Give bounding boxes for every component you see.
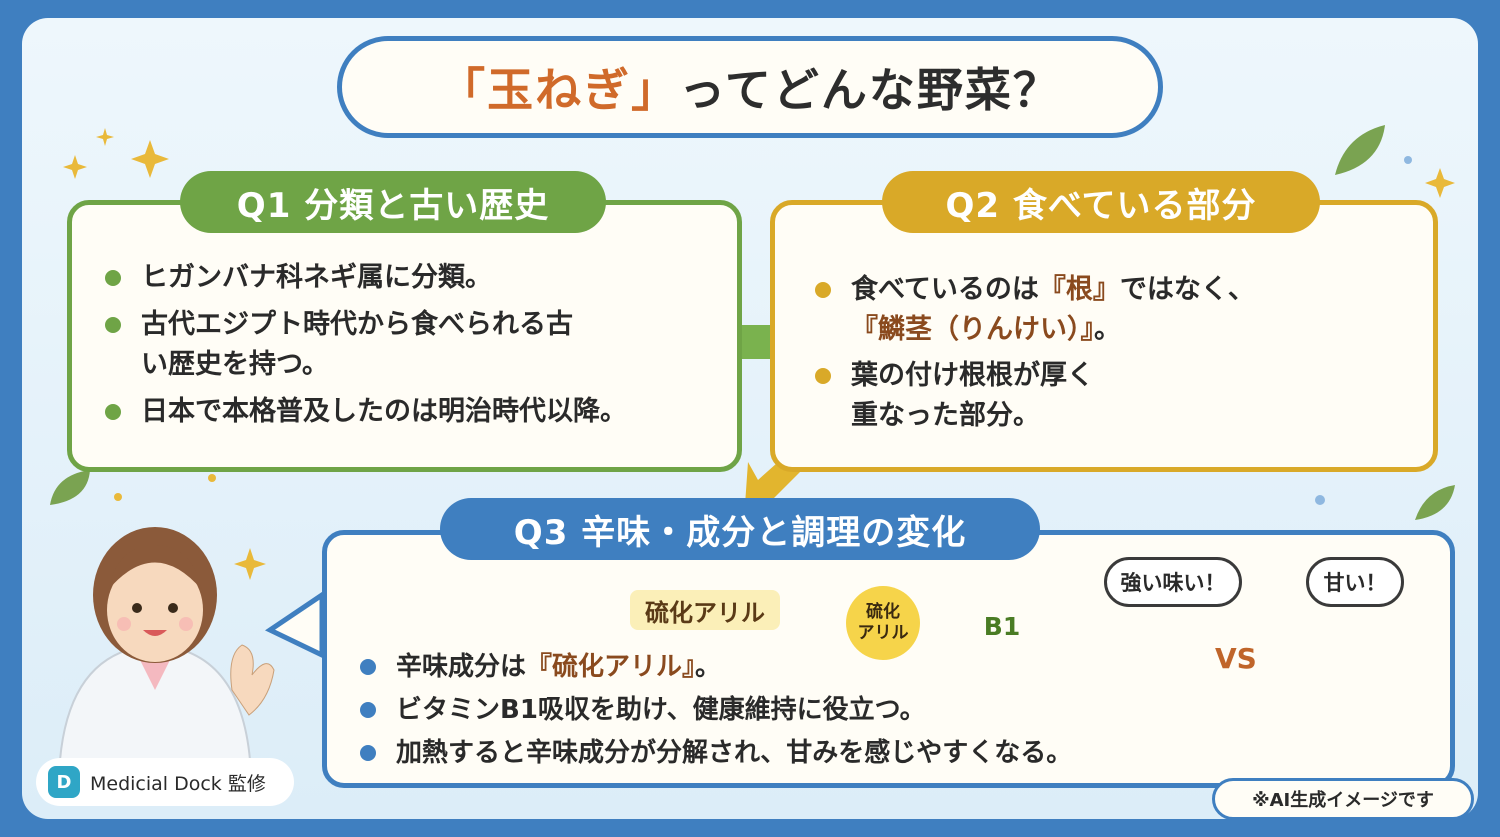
ai-generated-note: ※AI生成イメージです (1212, 778, 1474, 820)
q2-bullet-list: 食べているのは『根』ではなく、『鱗茎（りんけい）』。 葉の付け根根が厚く重なった… (815, 270, 1305, 442)
speech-tail (264, 590, 325, 659)
keyword-root: 『根』 (1038, 274, 1120, 305)
q3-bullet-text: 辛味成分は (396, 652, 527, 682)
q2-bullet-text: ではなく、 (1119, 274, 1255, 305)
q3-bullet: ビタミンB1吸収を助け、健康維持に役立つ。 (360, 689, 1260, 732)
q2-panel (770, 200, 1438, 472)
dot-icon (114, 493, 122, 501)
q3-bullet-text: 。 (695, 652, 722, 682)
speech-bubble-strong: 強い味い！ (1104, 557, 1242, 607)
q3-bullet-list: 辛味成分は『硫化アリル』。 ビタミンB1吸収を助け、健康維持に役立つ。 加熱する… (360, 646, 1260, 775)
q3-heading: Q3 辛味・成分と調理の変化 (440, 498, 1040, 560)
q2-bullet-text: 食べているのは (851, 274, 1039, 305)
brand-badge: D Medicial Dock 監修 (36, 758, 294, 806)
brand-logo-icon: D (48, 766, 80, 798)
compound-circle-line: アリル (857, 623, 909, 643)
compound-circle-line: 硫化 (866, 602, 900, 622)
title-highlight: 「玉ねぎ」 (439, 63, 680, 117)
dot-icon (1404, 156, 1412, 164)
doctor-illustration (58, 527, 275, 761)
q1-bullet: 日本で本格普及したのは明治時代以降。 (105, 392, 725, 432)
keyword-bulb: 『鱗茎（りんけい）』 (851, 314, 1094, 345)
title-rest: ってどんな野菜？ (679, 63, 1061, 117)
sparkle-icon (63, 128, 1455, 580)
q1-bullet-list: ヒガンバナ科ネギ属に分類。 古代エジプト時代から食べられる古い歴史を持つ。 日本… (105, 258, 635, 439)
page-title: 「玉ねぎ」ってどんな野菜？ (337, 36, 1163, 138)
compound-circle: 硫化アリル (846, 586, 920, 660)
q1-heading: Q1 分類と古い歴史 (180, 171, 606, 233)
q1-panel (67, 200, 742, 472)
q2-bullet-text: 。 (1094, 314, 1121, 345)
q3-bullet: 辛味成分は『硫化アリル』。 (360, 646, 1260, 689)
vitamin-b1-label: B1 (983, 612, 1021, 641)
q1-bullet: ヒガンバナ科ネギ属に分類。 (105, 258, 635, 298)
dot-icon (208, 474, 216, 482)
q3-bullet: 加熱すると辛味成分が分解され、甘みを感じやすくなる。 (360, 732, 1260, 775)
vs-label: VS (1215, 642, 1257, 675)
speech-bubble-sweet: 甘い！ (1306, 557, 1404, 607)
leaf-icon (50, 125, 1455, 520)
dot-icon (1315, 495, 1325, 505)
q2-heading: Q2 食べている部分 (882, 171, 1320, 233)
q2-bullet: 葉の付け根根が厚く重なった部分。 (815, 356, 1115, 436)
brand-name: Medicial Dock 監修 (90, 772, 266, 795)
compound-label: 硫化アリル (630, 590, 780, 630)
q1-bullet: 古代エジプト時代から食べられる古い歴史を持つ。 (105, 305, 595, 385)
q2-bullet: 食べているのは『根』ではなく、『鱗茎（りんけい）』。 (815, 270, 1305, 350)
keyword-allyl: 『硫化アリル』 (526, 652, 696, 682)
